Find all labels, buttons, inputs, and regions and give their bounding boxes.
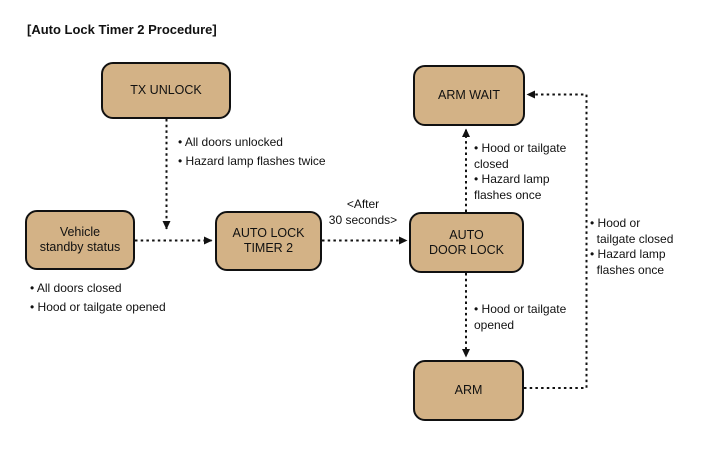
note-standby-conditions: • All doors closed • Hood or tailgate op…	[30, 281, 166, 314]
note-arm-to-armwait: • Hood or tailgate closed • Hazard lamp …	[590, 216, 674, 277]
node-auto-door-lock: AUTO DOOR LOCK	[409, 212, 524, 273]
node-vehicle-standby-status: Vehicle standby status	[25, 210, 135, 270]
note-doorlock-to-armwait: • Hood or tailgate closed • Hazard lamp …	[474, 141, 567, 202]
node-arm-wait: ARM WAIT	[413, 65, 525, 126]
node-auto-lock-timer-2: AUTO LOCK TIMER 2	[215, 211, 322, 271]
note-doorlock-to-arm: • Hood or tailgate opened	[474, 302, 567, 332]
diagram-title: [Auto Lock Timer 2 Procedure]	[27, 22, 217, 37]
node-arm: ARM	[413, 360, 524, 421]
note-timer-delay: <After 30 seconds>	[328, 197, 398, 227]
note-unlock-result: • All doors unlocked • Hazard lamp flash…	[178, 135, 326, 168]
node-tx-unlock: TX UNLOCK	[101, 62, 231, 119]
arrow-arm-to-armwait	[524, 90, 588, 389]
